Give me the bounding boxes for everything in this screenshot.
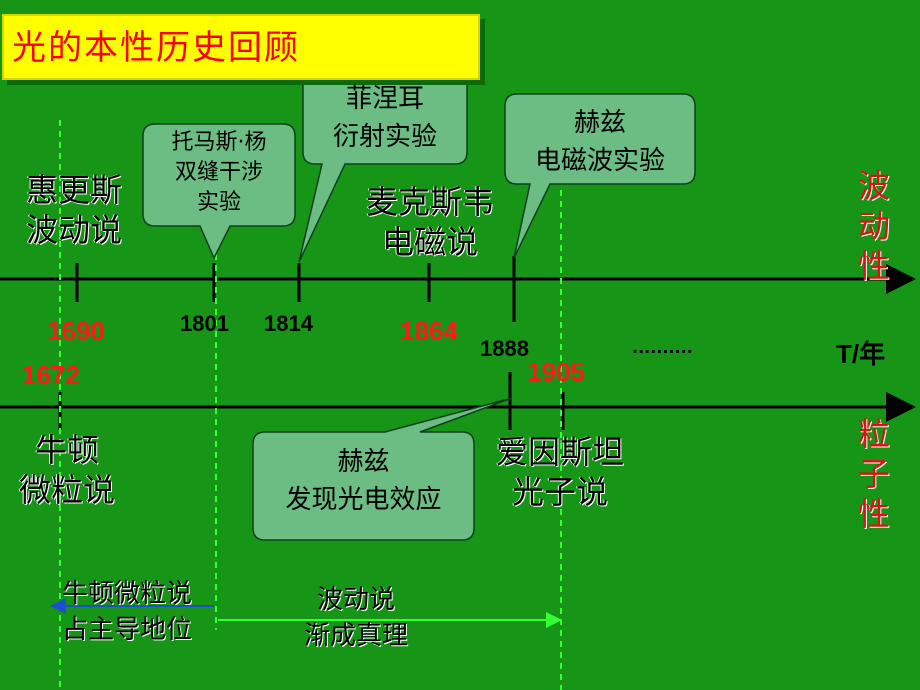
year-1864: 1864 bbox=[400, 316, 458, 346]
hertz-pe-text: 赫兹 发现光电效应 bbox=[253, 443, 474, 519]
maxwell-theory: 电磁说 bbox=[381, 223, 478, 261]
year-1672: 1672 bbox=[22, 360, 80, 390]
wave-nature-char-3: 性 bbox=[857, 247, 890, 285]
newton-dominant-line2: 占主导地位 bbox=[62, 615, 193, 645]
particle-nature-label: 粒 子 性 bbox=[856, 414, 892, 534]
hertz-pe-discovery: 发现光电效应 bbox=[285, 485, 442, 515]
year-1690: 1690 bbox=[47, 316, 105, 346]
hertz-em-text: 赫兹 电磁波实验 bbox=[505, 104, 695, 180]
einstein-theory: 光子说 bbox=[511, 473, 608, 511]
wave-truth-line2: 渐成真理 bbox=[304, 621, 409, 651]
maxwell-label: 麦克斯韦 电磁说 bbox=[356, 182, 504, 262]
bubble-hertz-em bbox=[504, 93, 696, 259]
bubble-hertz-pe bbox=[252, 397, 513, 541]
newton-theory: 微粒说 bbox=[18, 471, 115, 509]
wave-nature-label: 波 动 性 bbox=[856, 166, 892, 286]
newton-dominant-label: 牛顿微粒说 占主导地位 bbox=[62, 576, 192, 648]
einstein-label: 爱因斯坦 光子说 bbox=[486, 432, 634, 512]
young-text: 托马斯·杨 双缝干涉 实验 bbox=[143, 128, 295, 218]
young-line3: 实验 bbox=[196, 190, 241, 215]
year-1814: 1814 bbox=[264, 311, 313, 336]
young-line2: 双缝干涉 bbox=[174, 160, 263, 185]
year-1905: 1905 bbox=[527, 357, 585, 387]
bubble-young bbox=[142, 123, 296, 260]
wave-nature-char-1: 波 bbox=[857, 167, 890, 205]
wave-nature-char-2: 动 bbox=[857, 207, 890, 245]
wave-truth-line1: 波动说 bbox=[317, 585, 396, 615]
year-1888: 1888 bbox=[480, 336, 529, 361]
year-1801: 1801 bbox=[180, 311, 229, 336]
page-title: 光的本性历史回顾 bbox=[12, 28, 300, 68]
einstein-name: 爱因斯坦 bbox=[495, 433, 624, 471]
hertz-pe-name: 赫兹 bbox=[337, 447, 390, 477]
newton-name: 牛顿 bbox=[34, 431, 99, 469]
maxwell-name: 麦克斯韦 bbox=[365, 183, 494, 221]
title-box bbox=[2, 14, 480, 80]
particle-nature-char-1: 粒 bbox=[857, 415, 890, 453]
huygens-label: 惠更斯 波动说 bbox=[26, 170, 122, 250]
wave-truth-label: 波动说 渐成真理 bbox=[304, 582, 408, 654]
particle-nature-char-3: 性 bbox=[857, 495, 890, 533]
fresnel-experiment: 衍射实验 bbox=[332, 122, 437, 152]
fresnel-name: 菲涅耳 bbox=[345, 84, 424, 114]
hertz-em-name: 赫兹 bbox=[573, 108, 626, 138]
hertz-em-experiment: 电磁波实验 bbox=[534, 146, 665, 176]
axis-unit-label: T/年 bbox=[836, 339, 886, 369]
huygens-theory: 波动说 bbox=[26, 211, 123, 249]
timeline-ellipsis: .......... bbox=[632, 338, 693, 357]
huygens-name: 惠更斯 bbox=[26, 171, 123, 209]
fresnel-text: 菲涅耳 衍射实验 bbox=[303, 80, 467, 156]
young-name: 托马斯·杨 bbox=[171, 130, 267, 155]
newton-label: 牛顿 微粒说 bbox=[12, 430, 122, 510]
particle-nature-char-2: 子 bbox=[857, 455, 890, 493]
newton-dominant-line1: 牛顿微粒说 bbox=[62, 579, 193, 609]
